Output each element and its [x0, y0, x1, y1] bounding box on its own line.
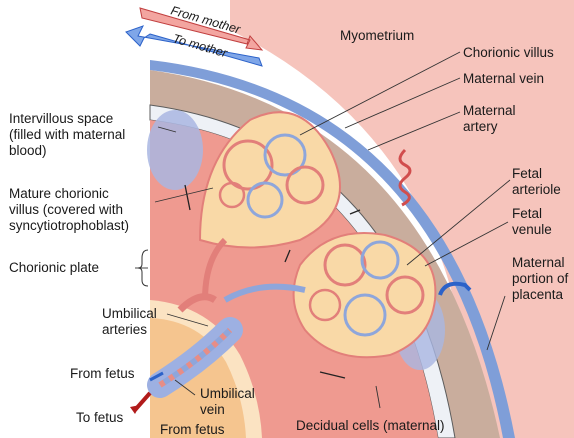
maternal-artery-label: Maternal artery: [463, 103, 516, 135]
to-fetus-label: To fetus: [76, 410, 123, 426]
chorionic-villus-label: Chorionic villus: [463, 45, 554, 61]
myometrium-label: Myometrium: [340, 28, 414, 44]
maternal-portion-label: Maternal portion of placenta: [512, 255, 568, 303]
umbilical-vein-label: Umbilical vein: [200, 386, 255, 418]
chorionic-plate-label: Chorionic plate: [9, 260, 99, 276]
maternal-vein-label: Maternal vein: [463, 71, 544, 87]
from-fetus-top-label: From fetus: [70, 366, 135, 382]
mature-villus-label: Mature chorionic villus (covered with sy…: [9, 186, 129, 234]
fetal-arteriole-label: Fetal arteriole: [512, 166, 561, 198]
decidual-cells-label: Decidual cells (maternal): [296, 418, 445, 434]
umbilical-arteries-label: Umbilical arteries: [102, 306, 157, 338]
villus-lower: [294, 233, 436, 357]
venous-blush-upper: [147, 110, 203, 190]
intervillous-space-label: Intervillous space (filled with maternal…: [9, 111, 125, 159]
from-fetus-bottom-label: From fetus: [160, 422, 225, 438]
fetal-venule-label: Fetal venule: [512, 206, 552, 238]
